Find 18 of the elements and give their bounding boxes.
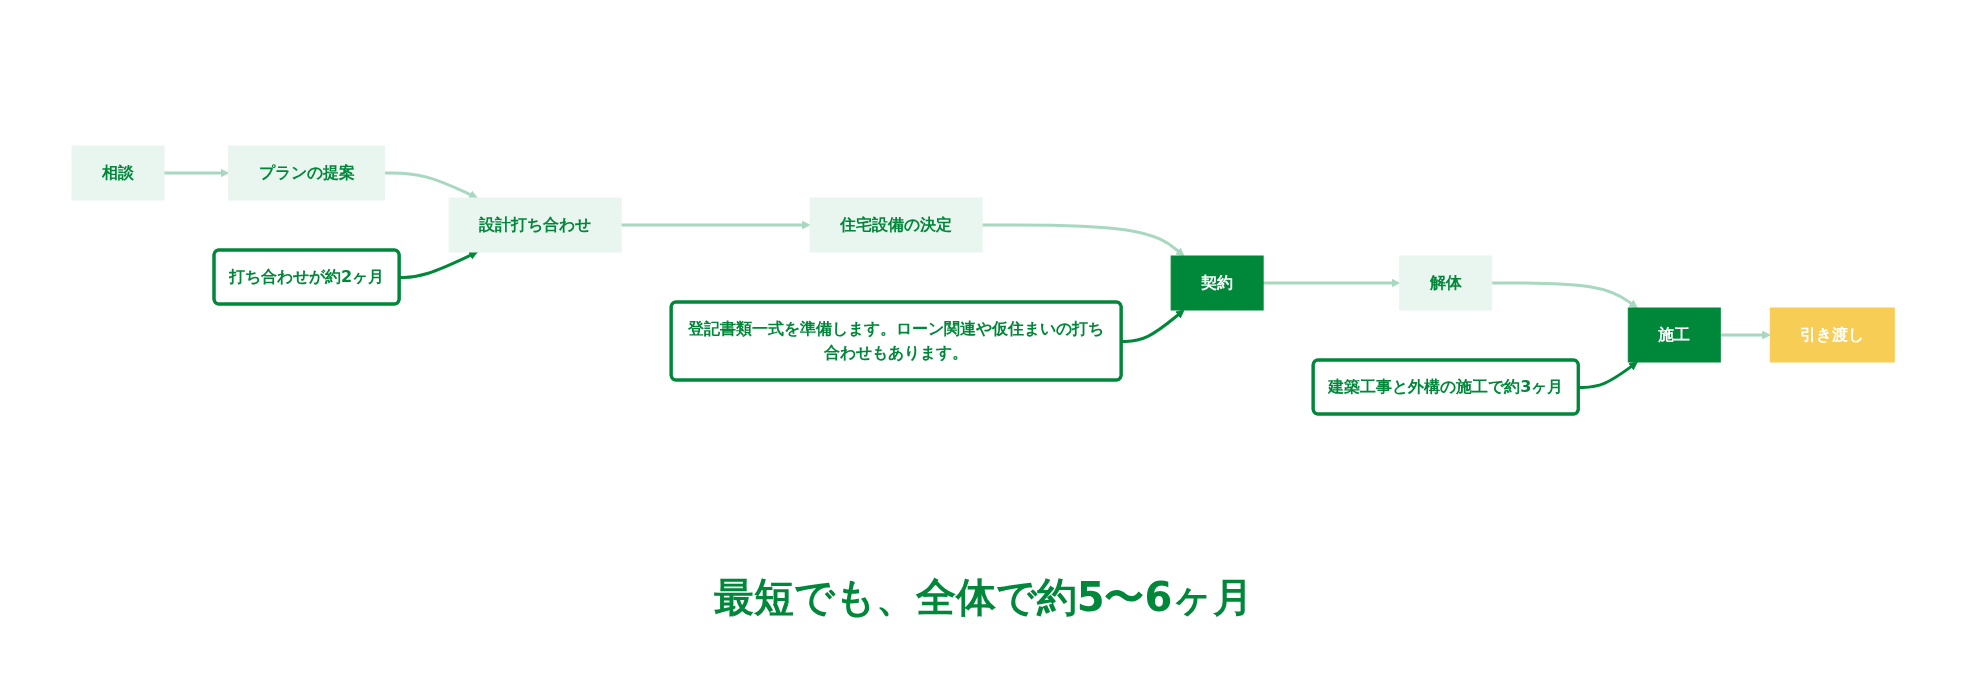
node-box: 設計打ち合わせ [449,197,622,253]
node-box: 契約 [1171,255,1264,311]
node-box: 相談 [71,145,165,201]
node-box: 引き渡し [1770,307,1896,363]
node-box: 解体 [1399,255,1493,311]
arrow [1121,309,1185,343]
arrow [982,223,1185,257]
arrow [621,220,811,230]
arrow [164,168,230,178]
summary-text: 最短でも、全体で約5〜6ヶ月 [713,573,1254,622]
arrow [1263,278,1401,288]
arrow [384,171,479,199]
node-box: プランの提案 [228,145,386,201]
node-box: 住宅設備の決定 [810,197,983,253]
arrow [1492,281,1639,309]
arrow [1579,361,1639,389]
node-box: 施工 [1628,307,1722,363]
arrow [399,251,479,279]
